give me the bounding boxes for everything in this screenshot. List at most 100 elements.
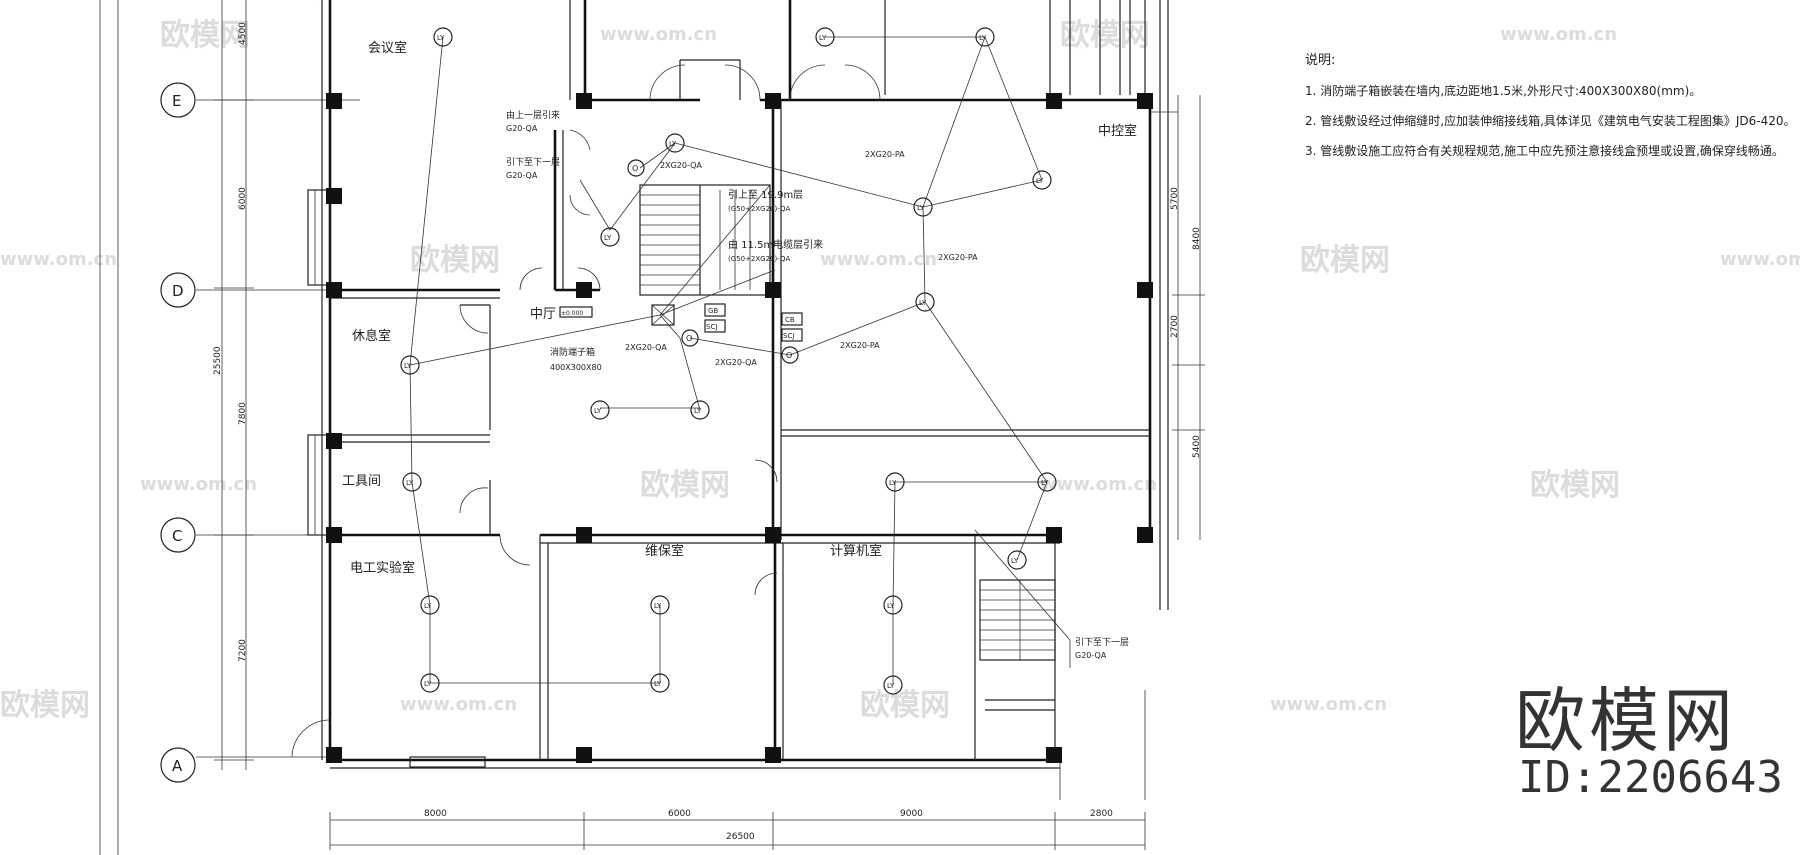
note-item: 3. 管线敷设施工应符合有关规程规范,施工中应先预注意接线盒预埋或设置,确保穿线…: [1305, 144, 1784, 158]
svg-text:(G50+2XG20)-QA: (G50+2XG20)-QA: [728, 205, 791, 213]
watermark-text: 欧模网: [860, 688, 950, 723]
smoke-detector-icon: LY: [420, 673, 440, 693]
brand-id: ID:2206643: [1518, 752, 1783, 803]
svg-text:引上至 19.9m层: 引上至 19.9m层: [728, 189, 803, 201]
axis-label-c: C: [172, 527, 182, 545]
watermark-layer: 欧模网 www.om.cn 欧模网 www.om.cn www.om.cn 欧模…: [0, 18, 1800, 723]
watermark-url: www.om.cn: [1720, 249, 1800, 270]
bottom-dimensions: 8000 6000 9000 2800 26500: [329, 809, 1146, 850]
svg-text:由上一层引来: 由上一层引来: [506, 109, 560, 121]
svg-text:2800: 2800: [1090, 809, 1113, 819]
watermark-url: www.om.cn: [1040, 474, 1157, 495]
svg-text:LY: LY: [406, 479, 414, 487]
smoke-detector-icon: LY: [883, 675, 903, 695]
watermark-text: 欧模网: [160, 18, 250, 53]
smoke-detector-icon: LY: [913, 197, 933, 217]
smoke-detector-icon: LY: [883, 595, 903, 615]
svg-text:4500: 4500: [238, 22, 248, 45]
smoke-detector-icon: LY: [1037, 472, 1057, 492]
svg-text:O: O: [786, 351, 792, 360]
notes-title: 说明:: [1305, 53, 1336, 68]
manual-alarm-icon: O: [627, 159, 645, 177]
svg-text:2XG20-QA: 2XG20-QA: [625, 343, 667, 352]
watermark-text: 欧模网: [0, 688, 90, 723]
svg-text:6000: 6000: [238, 187, 248, 210]
wiring: [409, 36, 1178, 685]
watermark-url: www.om.cn: [1270, 694, 1387, 715]
smoke-detector-icon: LY: [1007, 550, 1027, 570]
svg-text:LY: LY: [437, 34, 445, 42]
smoke-detector-icon: LY: [665, 133, 685, 153]
smoke-detector-icon: LY: [590, 400, 610, 420]
manual-alarm-icon: O: [781, 346, 799, 364]
room-label: 中控室: [1098, 123, 1137, 139]
smoke-detector-icon: LY: [433, 27, 453, 47]
svg-text:LY: LY: [594, 407, 602, 415]
smoke-detector-icon: LY: [650, 595, 670, 615]
watermark-url: www.om.cn: [820, 249, 937, 270]
watermark-text: 欧模网: [1300, 243, 1390, 278]
axis-label-e: E: [172, 92, 181, 110]
svg-text:O: O: [686, 334, 692, 343]
watermark-url: www.om.cn: [140, 474, 257, 495]
smoke-detector-icon: LY: [600, 227, 620, 247]
svg-text:2700: 2700: [1170, 315, 1180, 338]
svg-text:LY: LY: [819, 34, 827, 42]
svg-text:G20-QA: G20-QA: [506, 171, 538, 180]
svg-text:G20-QA: G20-QA: [506, 124, 538, 133]
svg-text:2XG20-PA: 2XG20-PA: [840, 341, 880, 350]
room-label: 维保室: [645, 543, 684, 559]
room-label: 工具间: [342, 474, 381, 489]
smoke-detector-icon: LY: [650, 673, 670, 693]
smoke-detector-icon: LY: [1032, 170, 1052, 190]
svg-text:LY: LY: [889, 479, 897, 487]
svg-text:LY: LY: [1041, 479, 1049, 487]
svg-text:6000: 6000: [668, 809, 691, 819]
smoke-detector-icon: LY: [402, 472, 422, 492]
detectors: LY LY LY LY LY LY LY LY LY LY LY LY LY L…: [400, 27, 1057, 695]
smoke-detector-icon: LY: [975, 27, 995, 47]
svg-text:8400: 8400: [1192, 227, 1202, 250]
manual-alarm-icon: O: [681, 329, 699, 347]
svg-text:2XG20-PA: 2XG20-PA: [938, 253, 978, 262]
watermark-url: www.om.cn: [600, 24, 717, 45]
svg-text:25500: 25500: [213, 346, 223, 375]
svg-text:2XG20-QA: 2XG20-QA: [715, 358, 757, 367]
svg-text:LY: LY: [694, 407, 702, 415]
note-item: 1. 消防端子箱嵌装在墙内,底边距地1.5米,外形尺寸:400X300X80(m…: [1305, 84, 1702, 98]
smoke-detector-icon: LY: [885, 472, 905, 492]
svg-text:LY: LY: [654, 602, 662, 610]
wiring-annotations: 由上一层引来 G20-QA 引下至下一层 G20-QA 引上至 19.9m层 (…: [506, 109, 1129, 660]
svg-text:SCJ: SCJ: [706, 323, 717, 331]
structural-columns: [326, 93, 1153, 763]
svg-text:26500: 26500: [726, 832, 755, 842]
svg-text:引下至下一层: 引下至下一层: [506, 157, 560, 168]
svg-text:CB: CB: [785, 316, 795, 324]
watermark-text: 欧模网: [1060, 18, 1150, 53]
svg-text:LY: LY: [424, 680, 432, 688]
svg-text:LY: LY: [919, 299, 927, 307]
room-label: 电工实验室: [350, 560, 415, 576]
door-arcs: [291, 0, 881, 758]
svg-text:7200: 7200: [238, 639, 248, 662]
axis-circle-c: [160, 517, 196, 553]
right-dimensions: 5700 8400 2700 5400: [1170, 95, 1205, 540]
watermark-text: 欧模网: [1530, 468, 1620, 503]
axis-label-d: D: [172, 282, 184, 300]
svg-text:引下至下一层: 引下至下一层: [1075, 637, 1129, 648]
svg-text:LY: LY: [979, 34, 987, 42]
svg-text:G20-QA: G20-QA: [1075, 651, 1107, 660]
watermark-url: www.om.cn: [0, 249, 117, 270]
svg-text:LY: LY: [1011, 557, 1019, 565]
svg-text:LY: LY: [604, 234, 612, 242]
axis-label-a: A: [172, 757, 183, 775]
smoke-detector-icon: LY: [815, 27, 835, 47]
watermark-url: www.om.cn: [1500, 24, 1617, 45]
svg-text:8000: 8000: [424, 809, 447, 819]
svg-text:LY: LY: [669, 140, 677, 148]
left-dimensions: 4500 6000 7800 7200 25500: [213, 0, 254, 770]
watermark-text: 欧模网: [410, 243, 500, 278]
axis-circle-e: [160, 82, 196, 118]
svg-text:LY: LY: [887, 682, 895, 690]
